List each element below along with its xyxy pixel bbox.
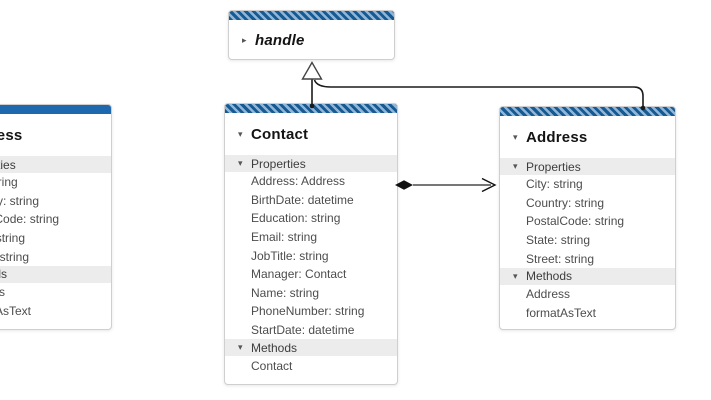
chevron-down-icon[interactable]: ▾	[513, 131, 518, 142]
class-row[interactable]: ▾ Name: string	[251, 285, 320, 300]
node-title-row[interactable]: ▾ Address	[0, 114, 111, 156]
class-node-address-partial[interactable]: ▾ Address ▾ Properties ▾ City: string ▾ …	[0, 104, 112, 330]
class-row[interactable]: ▾ City: string	[526, 177, 583, 192]
class-row[interactable]: ▾ formatAsText	[526, 305, 597, 320]
class-row[interactable]: ▾ Methods	[225, 339, 397, 357]
class-row[interactable]: ▾ Manager: Contact	[251, 267, 347, 282]
class-row[interactable]: ▾ State: string	[0, 231, 26, 246]
class-row[interactable]: ▾ Contact	[251, 358, 293, 373]
class-row[interactable]: ▾ State: string	[526, 233, 591, 248]
class-row[interactable]: ▾ PhoneNumber: string	[251, 304, 365, 319]
node-header-bar	[0, 105, 111, 114]
node-title: Contact	[251, 125, 309, 143]
class-row[interactable]: ▾ Email: string	[251, 230, 318, 245]
class-row[interactable]: ▾ StartDate: datetime	[251, 323, 355, 338]
chevron-down-icon: ▾	[238, 342, 243, 353]
class-row[interactable]: ▾ Properties	[225, 155, 397, 172]
node-title: Address	[526, 128, 588, 146]
class-row[interactable]: ▾ Street: string	[526, 251, 595, 266]
class-row[interactable]: ▾ PostalCode: string	[526, 214, 625, 229]
class-row[interactable]: ▾ Address	[526, 287, 571, 302]
node-header-stripe	[500, 107, 675, 116]
class-row[interactable]: ▾ BirthDate: datetime	[251, 192, 354, 207]
node-title-row[interactable]: ▸ handle	[229, 20, 394, 60]
class-row[interactable]: ▾ formatAsText	[0, 303, 32, 318]
open-arrowhead	[481, 177, 497, 193]
class-row[interactable]: ▾ Address	[0, 285, 6, 300]
class-row[interactable]: ▾ Address: Address	[251, 174, 346, 189]
node-title: Address	[0, 126, 23, 144]
chevron-down-icon[interactable]: ▾	[238, 128, 243, 139]
node-header-stripe	[225, 104, 397, 113]
class-row[interactable]: ▾ PostalCode: string	[0, 212, 60, 227]
node-header-stripe	[229, 11, 394, 20]
node-title: handle	[255, 31, 305, 49]
composition-link-contact-address[interactable]	[395, 177, 497, 193]
class-row[interactable]: ▾ City: string	[0, 175, 18, 190]
chevron-right-icon[interactable]: ▸	[242, 34, 247, 45]
chevron-down-icon: ▾	[238, 158, 243, 168]
member-list: ▾ Properties ▾ City: string ▾ Country: s…	[500, 158, 675, 322]
class-row[interactable]: ▾ Education: string	[251, 211, 341, 226]
inheritance-triangle-arrowhead	[301, 61, 323, 80]
member-list: ▾ Properties ▾ City: string ▾ Country: s…	[0, 156, 111, 320]
class-row[interactable]: ▾ Country: string	[526, 195, 605, 210]
class-row[interactable]: ▾ JobTitle: string	[251, 248, 329, 263]
class-row[interactable]: ▾ Country: string	[0, 193, 40, 208]
class-node-contact[interactable]: ▾ Contact ▾ Properties ▾ Address: Addres…	[224, 103, 398, 385]
class-row[interactable]: ▾ Methods	[500, 267, 675, 285]
class-row[interactable]: ▾ Properties	[0, 156, 111, 173]
class-row[interactable]: ▾ Street: string	[0, 249, 30, 264]
class-node-handle[interactable]: ▸ handle	[228, 10, 395, 60]
node-title-row[interactable]: ▾ Address	[500, 116, 675, 158]
chevron-down-icon: ▾	[513, 270, 518, 281]
class-node-address[interactable]: ▾ Address ▾ Properties ▾ City: string ▾ …	[499, 106, 676, 330]
class-row[interactable]: ▾ Properties	[500, 158, 675, 175]
class-row[interactable]: ▾ Methods	[0, 265, 111, 283]
chevron-down-icon: ▾	[513, 161, 518, 171]
node-title-row[interactable]: ▾ Contact	[225, 113, 397, 155]
member-list: ▾ Properties ▾ Address: Address ▾ BirthD…	[225, 155, 397, 375]
